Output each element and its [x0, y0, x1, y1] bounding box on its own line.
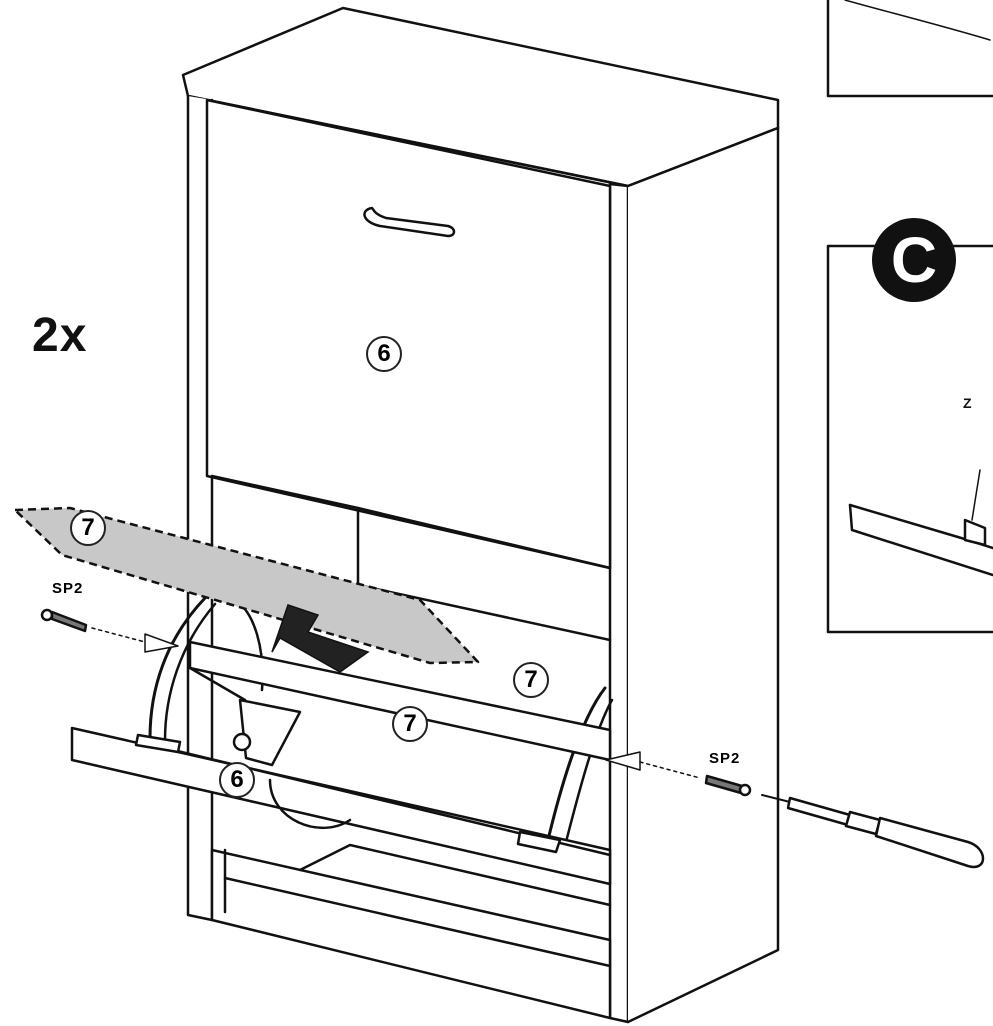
left-screw: [40, 608, 88, 633]
part-7-label-dashed: 7: [70, 510, 106, 546]
part-7-label-right: 7: [513, 662, 549, 698]
dashed-shelf-insert: [13, 506, 480, 665]
screwdriver-icon: [761, 794, 985, 869]
callout-c-partial-label: Z: [963, 395, 972, 411]
cabinet-right-side: [608, 182, 630, 1024]
right-pointer-arrow: [605, 751, 641, 771]
part-6-label-top: 6: [366, 336, 402, 372]
right-screw: [704, 774, 752, 797]
screw-label-right: SP2: [709, 750, 741, 767]
screw-label-left: SP2: [52, 580, 84, 597]
door-handle: [363, 206, 456, 238]
part-7-label-center: 7: [392, 706, 428, 742]
lower-door-panel: [70, 726, 612, 886]
callout-c-badge: C: [872, 218, 956, 302]
cabinet-base: [210, 848, 612, 1020]
insert-direction-arrow: [271, 604, 370, 673]
left-hinge-arc: [148, 596, 207, 740]
quantity-label: 2x: [32, 309, 88, 362]
callout-box-c: [826, 244, 993, 634]
part-6-label-bottom: 6: [219, 762, 255, 798]
left-pointer-arrow: [144, 633, 179, 653]
right-hinge-arc: [546, 686, 607, 842]
callout-box-b: [826, 0, 993, 98]
